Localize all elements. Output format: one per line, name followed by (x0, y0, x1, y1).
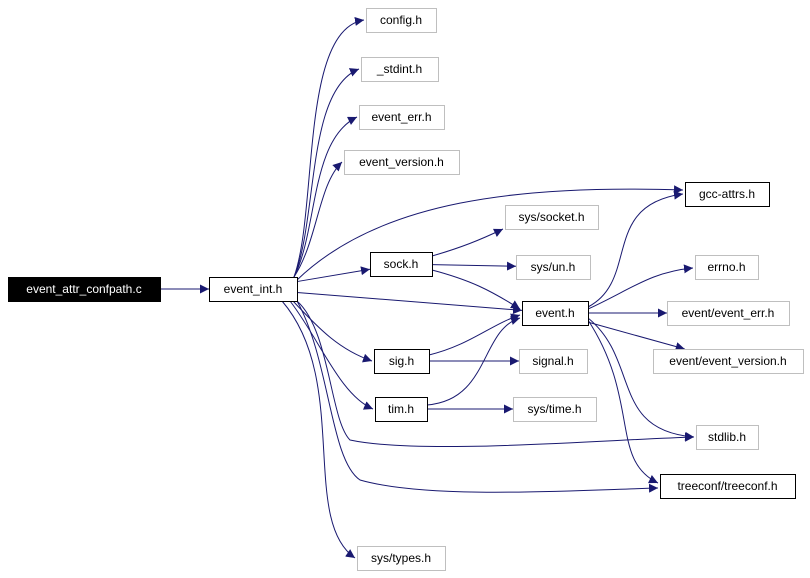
node-label: event/event_err.h (682, 306, 775, 320)
node-label: stdlib.h (708, 430, 746, 444)
node-root[interactable]: event_attr_confpath.c (8, 277, 161, 302)
edge-event-to-stdlib (587, 317, 695, 441)
nodes-layer: event_attr_confpath.c event_int.h config.h… (8, 8, 804, 571)
node-box (505, 205, 599, 230)
edge-sock-to-sys-socket (431, 228, 504, 257)
node-box (209, 277, 298, 302)
node-label: signal.h (532, 354, 573, 368)
node-box (660, 474, 796, 499)
node-label: sys/time.h (527, 402, 581, 416)
edge-event-int-to-gcc-attrs (296, 185, 684, 281)
node-stdlib[interactable]: stdlib.h (696, 425, 759, 450)
node-event-version[interactable]: event_version.h (344, 150, 460, 175)
node-box (519, 349, 588, 374)
edge-event-to-treeconf (587, 319, 659, 484)
node-treeconf[interactable]: treeconf/treeconf.h (660, 474, 796, 499)
node-tim[interactable]: tim.h (375, 397, 428, 422)
edge-event-int-to-stdlib (296, 300, 695, 448)
node-box (685, 182, 770, 207)
edge-event-int-to-treeconf (296, 300, 659, 493)
node-label: sys/un.h (531, 260, 576, 274)
node-gcc-attrs[interactable]: gcc-attrs.h (685, 182, 770, 207)
node-box (375, 397, 428, 422)
node-label: sys/types.h (371, 551, 431, 565)
edges-layer (160, 16, 695, 559)
node-label: sig.h (389, 354, 414, 368)
node-label: event_version.h (359, 155, 444, 169)
node-label: sys/socket.h (518, 210, 584, 224)
node-label: event_int.h (224, 282, 283, 296)
node-label: event/event_version.h (669, 354, 786, 368)
edge-event-int-to-event-version (293, 161, 343, 278)
node-label: config.h (380, 13, 422, 27)
node-config[interactable]: config.h (366, 8, 437, 33)
node-label: event_err.h (371, 110, 431, 124)
edge-event-int-to-config (293, 16, 365, 278)
node-event-int[interactable]: event_int.h (209, 277, 298, 302)
edge-event-to-event-event-version (587, 321, 685, 351)
node-sys-un[interactable]: sys/un.h (516, 255, 591, 280)
node-box (374, 349, 430, 374)
node-box (8, 277, 161, 302)
node-box (513, 397, 597, 422)
edge-tim-to-event (426, 316, 521, 406)
node-label: event.h (535, 306, 574, 320)
node-box (695, 255, 759, 280)
edge-event-int-to-stdint (293, 68, 360, 278)
node-box (359, 105, 445, 130)
node-label: gcc-attrs.h (699, 187, 755, 201)
node-box (516, 255, 591, 280)
node-signal[interactable]: signal.h (519, 349, 588, 374)
node-box (667, 301, 790, 326)
node-label: treeconf/treeconf.h (677, 479, 777, 493)
edge-event-to-gcc-attrs (587, 190, 684, 308)
node-sys-time[interactable]: sys/time.h (513, 397, 597, 422)
node-label: _stdint.h (376, 62, 422, 76)
edge-sig-to-event (428, 313, 521, 356)
edge-sock-to-sys-un (431, 261, 517, 271)
node-label: tim.h (388, 402, 414, 416)
node-sig[interactable]: sig.h (374, 349, 430, 374)
node-sys-socket[interactable]: sys/socket.h (505, 205, 599, 230)
node-errno[interactable]: errno.h (695, 255, 759, 280)
node-box (344, 150, 460, 175)
node-stdint[interactable]: _stdint.h (361, 57, 439, 82)
node-label: sock.h (384, 257, 419, 271)
node-sys-types[interactable]: sys/types.h (357, 546, 446, 571)
edge-event-int-to-event (296, 291, 523, 315)
edge-event-to-errno (587, 264, 694, 310)
node-box (357, 546, 446, 571)
node-box (696, 425, 759, 450)
edge-event-int-to-sock (296, 266, 371, 283)
edge-event-int-to-sys-types (281, 300, 356, 559)
node-box (361, 57, 439, 82)
node-event-err[interactable]: event_err.h (359, 105, 445, 130)
node-label: errno.h (707, 260, 745, 274)
node-label: event_attr_confpath.c (26, 282, 141, 296)
node-event[interactable]: event.h (522, 301, 589, 326)
node-sock[interactable]: sock.h (370, 252, 433, 277)
node-box (653, 349, 804, 374)
node-box (366, 8, 437, 33)
node-box (522, 301, 589, 326)
node-box (370, 252, 433, 277)
edge-event-int-to-tim (289, 300, 374, 410)
edge-sock-to-event (431, 269, 521, 310)
node-event-event-version[interactable]: event/event_version.h (653, 349, 804, 374)
edge-event-int-to-event-err (293, 116, 358, 278)
node-event-event-err[interactable]: event/event_err.h (667, 301, 790, 326)
